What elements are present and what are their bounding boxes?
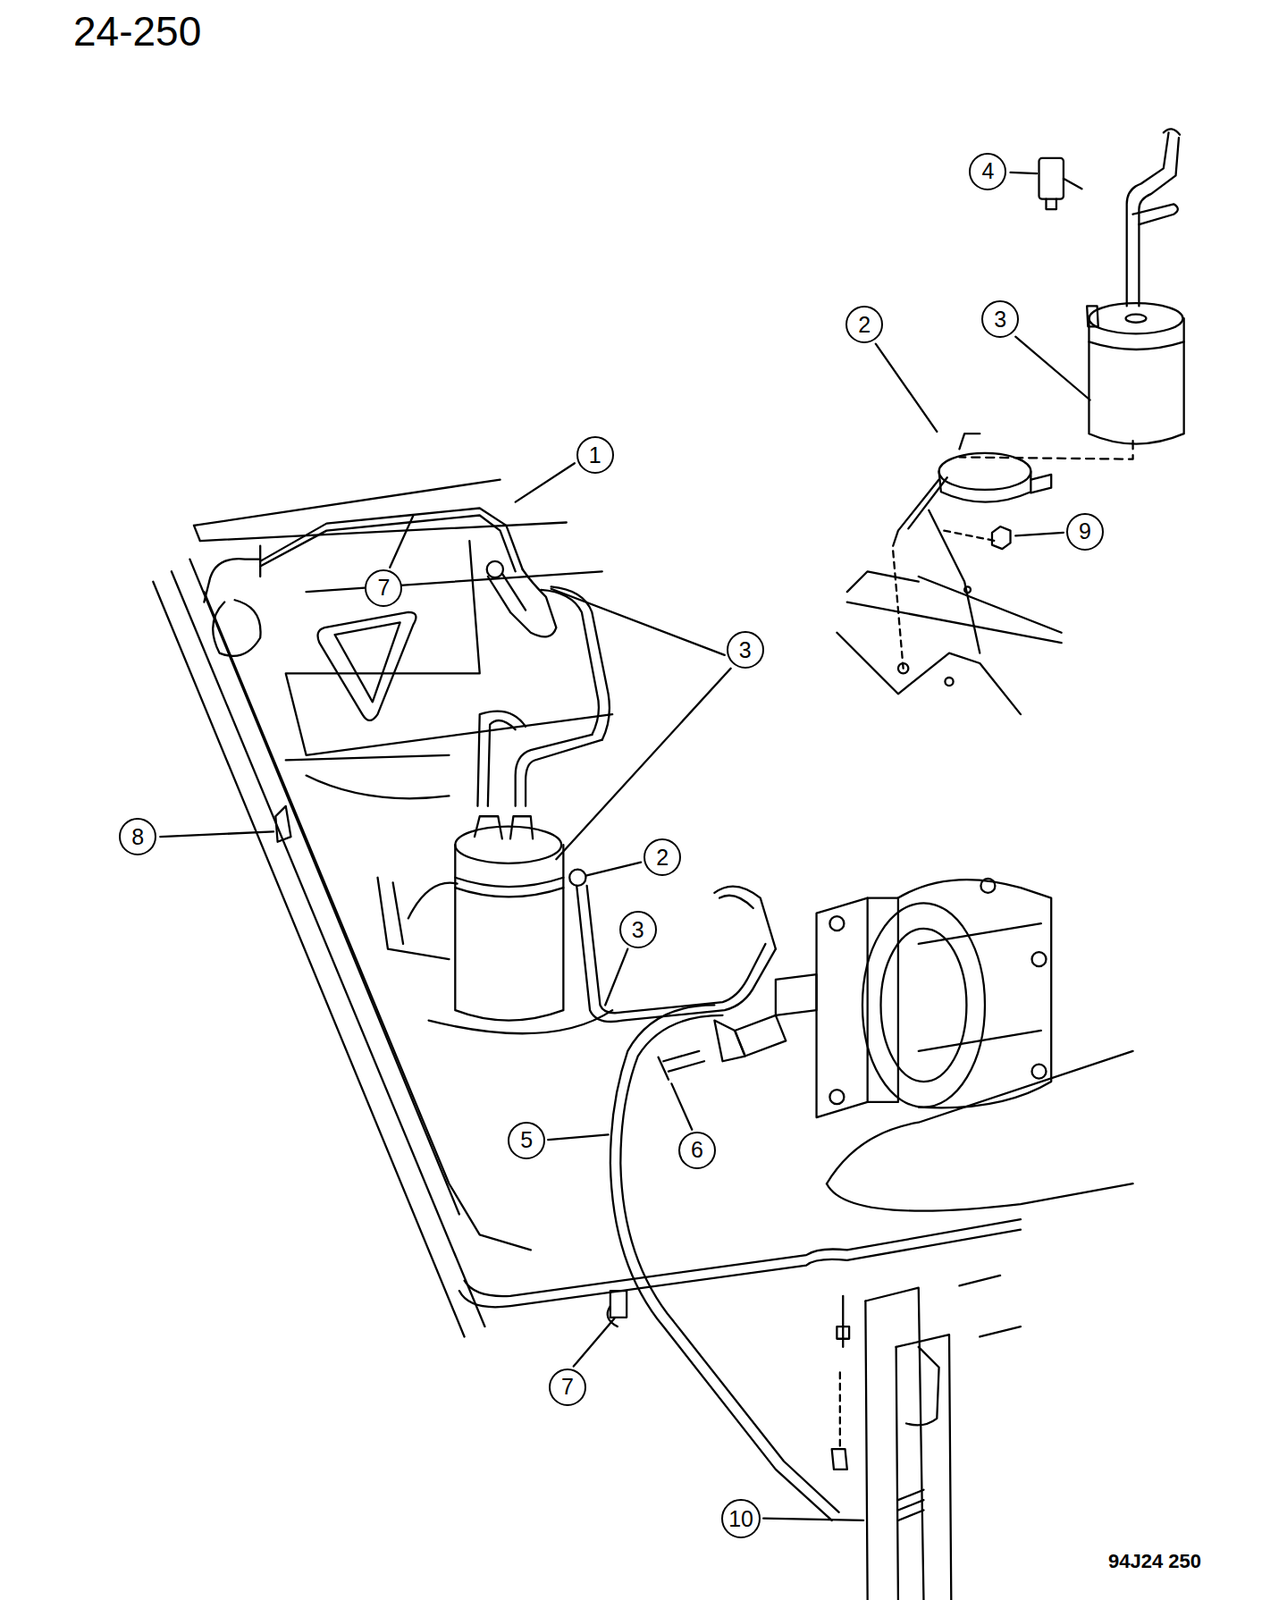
- callout-number: 2: [858, 313, 871, 337]
- callout-number: 3: [739, 639, 752, 662]
- callout-circle: 7: [364, 569, 403, 607]
- callout-circle: 1: [576, 436, 615, 474]
- callout-number: 6: [690, 1138, 704, 1161]
- callout-number: 2: [656, 846, 669, 869]
- callout-number: 1: [588, 444, 602, 467]
- callout-circle: 7: [548, 1368, 587, 1406]
- callout-number: 7: [561, 1375, 574, 1398]
- callout-circle: 9: [1066, 513, 1104, 551]
- callout-circle: 10: [721, 1498, 761, 1539]
- callout-circle: 5: [507, 1121, 546, 1160]
- callout-circle: 3: [619, 910, 657, 949]
- callout-circle: 3: [726, 630, 765, 669]
- callout-number: 4: [981, 159, 994, 183]
- figure-code: 94J24 250: [1108, 1551, 1202, 1572]
- callout-circle: 2: [845, 305, 884, 344]
- callout-number: 3: [631, 918, 645, 942]
- callout-circle: 3: [981, 300, 1019, 338]
- callout-circle: 6: [678, 1131, 716, 1170]
- callout-circle: 8: [118, 817, 157, 856]
- callout-number: 10: [728, 1507, 754, 1531]
- callout-number: 5: [520, 1128, 533, 1152]
- callout-circle: 2: [643, 838, 682, 876]
- callout-number: 8: [131, 825, 144, 849]
- callout-circle: 4: [968, 152, 1007, 191]
- page-number: 24-250: [73, 10, 202, 52]
- callout-number: 9: [1078, 520, 1092, 543]
- callout-number: 3: [993, 308, 1007, 331]
- callout-number: 7: [377, 576, 390, 599]
